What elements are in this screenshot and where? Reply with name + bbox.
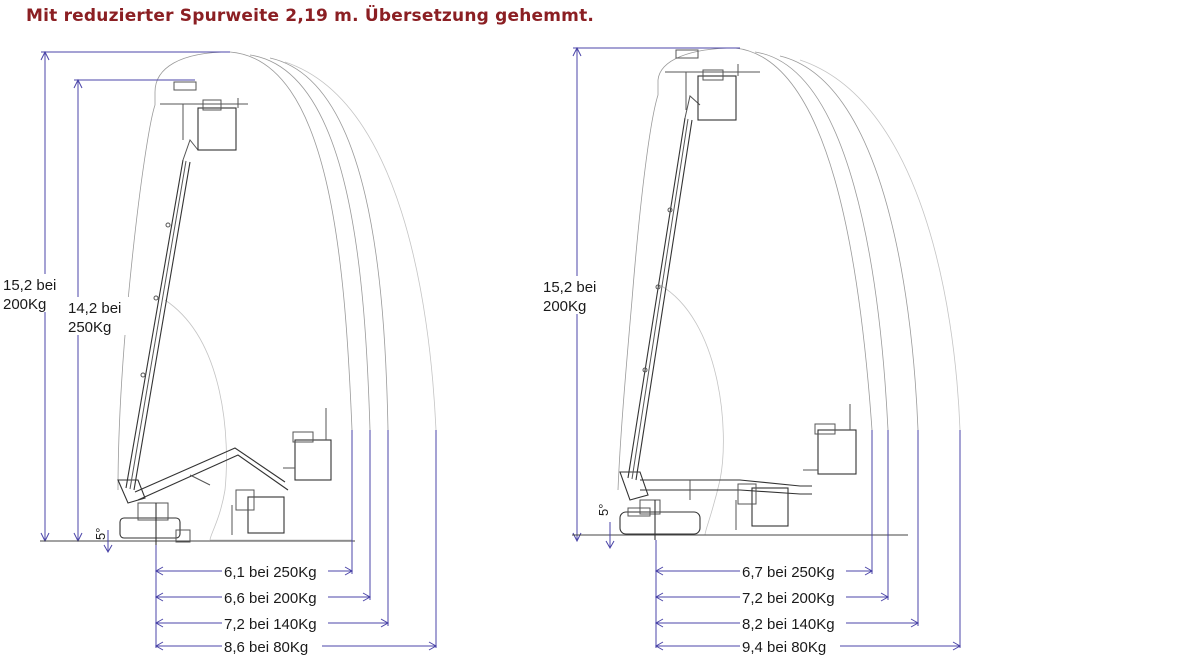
- page-title: Mit reduzierter Spurweite 2,19 m. Überse…: [26, 6, 595, 26]
- right-outreach-label-4: 9,4 bei 80Kg: [742, 639, 826, 656]
- right-height-label-1-line1: 15,2 bei: [543, 279, 596, 296]
- left-outreach-label-1: 6,1 bei 250Kg: [224, 564, 317, 581]
- left-outreach-2: 6,6 bei 200Kg: [154, 588, 372, 607]
- left-height-label-2-line1: 14,2 bei: [68, 300, 121, 317]
- right-height-label-1: 15,2 bei 200Kg: [540, 276, 606, 315]
- right-outreach-4: 9,4 bei 80Kg: [654, 637, 962, 656]
- right-height-dimension: [572, 46, 908, 543]
- left-outreach-1: 6,1 bei 250Kg: [154, 562, 354, 581]
- left-outreach-label-2: 6,6 bei 200Kg: [224, 590, 317, 607]
- right-outreach-3: 8,2 bei 140Kg: [654, 614, 920, 633]
- left-height-label-1-line1: 15,2 bei: [3, 277, 56, 294]
- right-outreach-label-3: 8,2 bei 140Kg: [742, 616, 835, 633]
- left-working-range-diagram: 15,2 bei 200Kg 14,2 bei 250Kg 5°: [2, 50, 438, 656]
- right-lift-machine: [619, 49, 857, 540]
- right-outreach-2: 7,2 bei 200Kg: [654, 588, 890, 607]
- right-outreach-label-2: 7,2 bei 200Kg: [742, 590, 835, 607]
- left-outreach-verticals: [155, 430, 437, 648]
- left-height-label-2: 14,2 bei 250Kg: [67, 297, 129, 336]
- left-height-label-1: 15,2 bei 200Kg: [2, 274, 64, 313]
- right-outreach-verticals: [655, 430, 961, 648]
- right-working-range-diagram: 15,2 bei 200Kg 5°: [540, 46, 962, 656]
- left-outreach-label-4: 8,6 bei 80Kg: [224, 639, 308, 656]
- left-outreach-label-3: 7,2 bei 140Kg: [224, 616, 317, 633]
- left-angle-marker: 5°: [93, 528, 113, 554]
- right-working-envelopes: [617, 47, 961, 536]
- right-outreach-label-1: 6,7 bei 250Kg: [742, 564, 835, 581]
- left-angle-label: 5°: [93, 528, 108, 540]
- right-angle-marker: 5°: [596, 504, 615, 550]
- left-outreach-4: 8,6 bei 80Kg: [154, 637, 438, 656]
- left-height-label-1-line2: 200Kg: [3, 296, 46, 313]
- right-height-label-1-line2: 200Kg: [543, 298, 586, 315]
- left-height-label-2-line2: 250Kg: [68, 319, 111, 336]
- left-working-envelopes: [117, 51, 437, 541]
- right-angle-label: 5°: [596, 504, 611, 516]
- left-outreach-3: 7,2 bei 140Kg: [154, 614, 390, 633]
- right-outreach-1: 6,7 bei 250Kg: [654, 562, 874, 581]
- left-lift-machine: [117, 81, 332, 545]
